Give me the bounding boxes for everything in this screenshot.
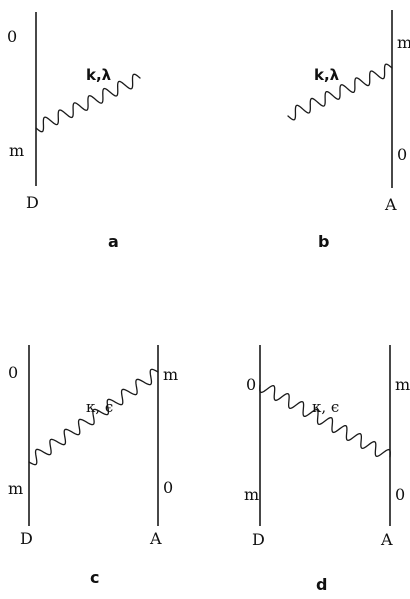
- photon-label-d: κ, ϵ: [312, 398, 339, 416]
- acceptor-state-d-bottom: 0: [395, 485, 405, 504]
- acceptor-state-d-top: m: [395, 375, 410, 394]
- photon-label-c: κ, ϵ: [86, 398, 113, 416]
- panel-b: m 0 A k,λ b: [287, 10, 410, 251]
- panel-sublabel-a: a: [108, 232, 119, 251]
- acceptor-state-c-top: m: [163, 365, 178, 384]
- panel-a: 0 m D k,λ a: [7, 12, 141, 251]
- state-label-b-bottom: 0: [397, 145, 407, 164]
- donor-state-c-bottom: m: [8, 479, 23, 498]
- photon-line-a: [35, 73, 141, 133]
- panel-c: 0 m m 0 D A κ, ϵ c: [8, 345, 178, 587]
- acceptor-label-d: A: [380, 530, 393, 549]
- donor-state-d-bottom: m: [244, 485, 259, 504]
- photon-line-c: [28, 368, 159, 466]
- photon-label-b: k,λ: [314, 66, 340, 84]
- donor-label-c: D: [20, 529, 33, 548]
- acceptor-state-c-bottom: 0: [163, 478, 173, 497]
- panel-sublabel-b: b: [318, 232, 329, 251]
- donor-state-c-top: 0: [8, 363, 18, 382]
- donor-label-a: D: [26, 193, 39, 212]
- acceptor-label-c: A: [149, 529, 162, 548]
- state-label-b-top: m: [397, 33, 410, 52]
- photon-line-d: [259, 384, 391, 458]
- panel-sublabel-c: c: [90, 568, 99, 587]
- state-label-a-bottom: m: [9, 141, 24, 160]
- photon-line-b: [287, 63, 393, 121]
- donor-label-d: D: [252, 530, 265, 549]
- state-label-a-top: 0: [7, 27, 17, 46]
- donor-state-d-top: 0: [246, 375, 256, 394]
- panel-sublabel-d: d: [316, 575, 327, 594]
- acceptor-label-b: A: [384, 195, 397, 214]
- panel-d: 0 m m 0 D A κ, ϵ d: [244, 345, 410, 594]
- photon-label-a: k,λ: [86, 66, 112, 84]
